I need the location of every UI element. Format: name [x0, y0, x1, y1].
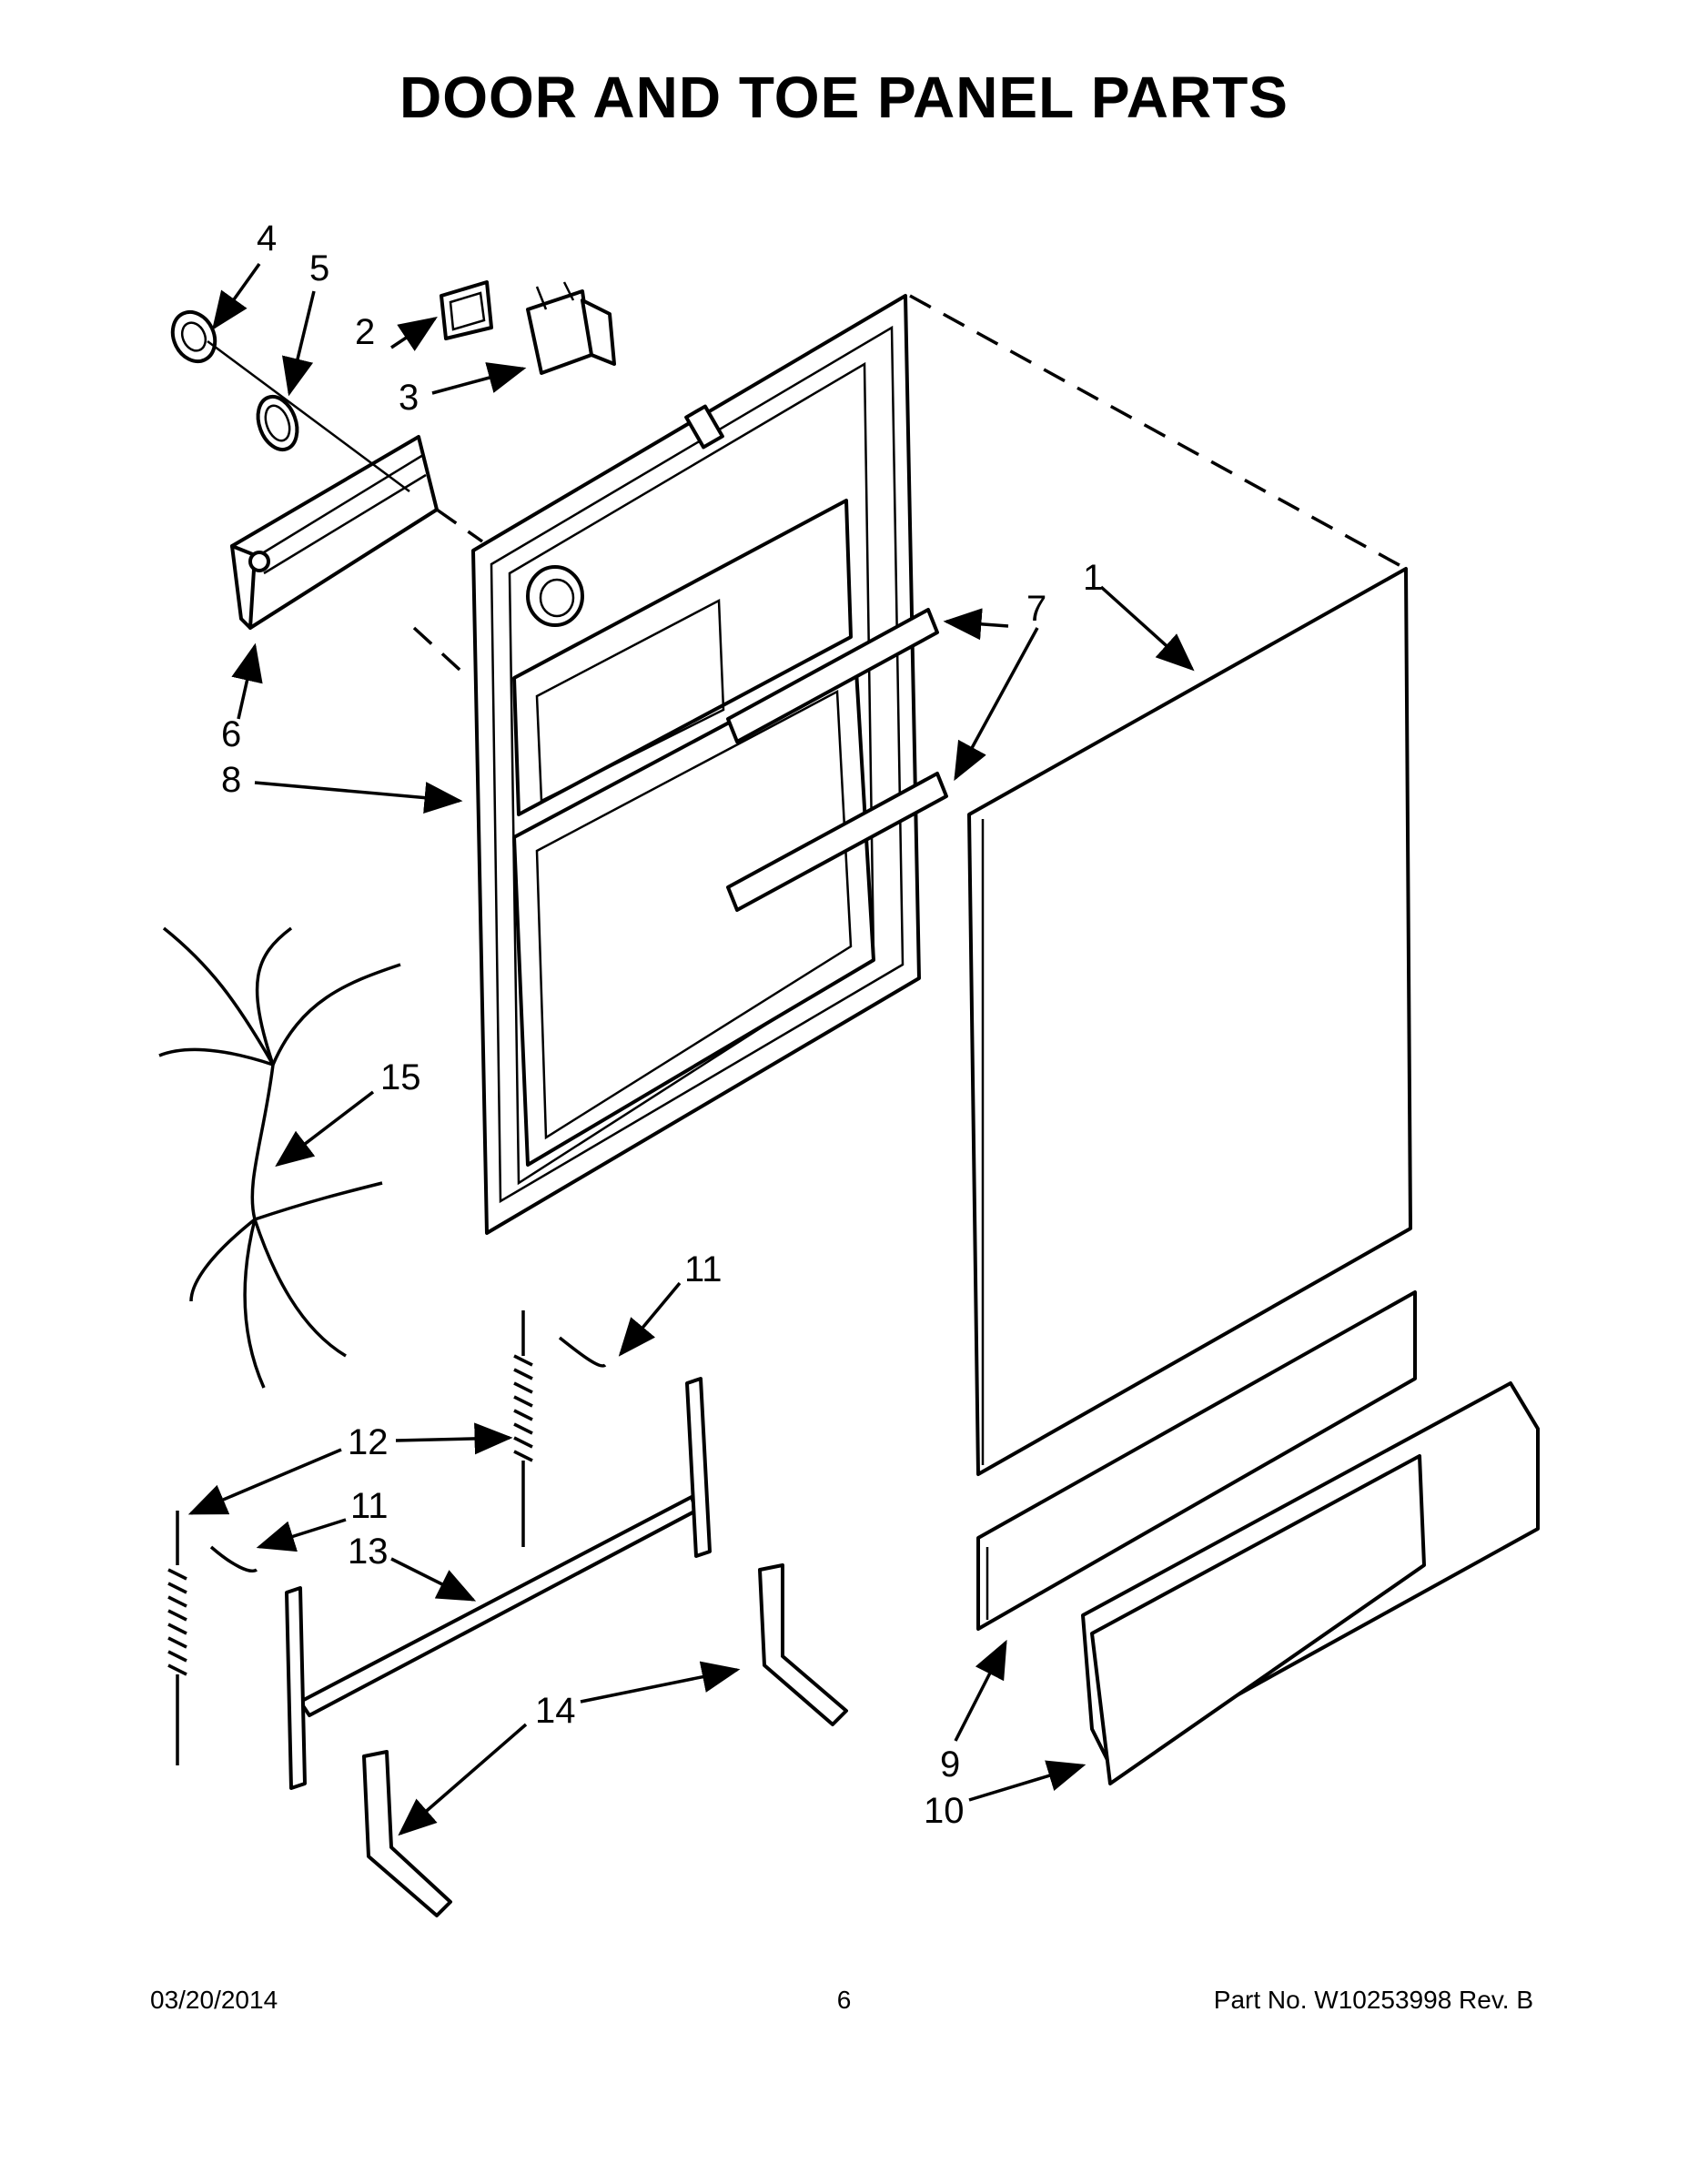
hinge-part-14-left [362, 1750, 452, 1917]
cap-part-4 [170, 309, 217, 364]
page-title: DOOR AND TOE PANEL PARTS [399, 65, 1289, 130]
callout-7: 7 [1026, 589, 1046, 629]
callout-9: 9 [940, 1744, 960, 1785]
callout-2: 2 [355, 312, 375, 352]
wire-harness-part-15 [158, 926, 401, 1389]
outer-door-panel-part-1 [967, 567, 1412, 1476]
axis-line [207, 339, 410, 493]
callout-8: 8 [221, 760, 241, 800]
rod-part-13 [285, 1377, 712, 1790]
guide-part-7 [726, 608, 948, 912]
hook-part-11-lower [209, 1545, 258, 1572]
assembly-dashed-lines [412, 294, 1407, 680]
footer-page-number: 6 [836, 1986, 852, 2014]
callout-15: 15 [380, 1057, 421, 1097]
spring-part-12-right [513, 1310, 533, 1547]
inner-door-part-8 [471, 294, 921, 1235]
callout-5: 5 [309, 248, 329, 288]
footer-date: 03/20/2014 [150, 1986, 278, 2014]
callout-10: 10 [924, 1791, 965, 1831]
callout-3: 3 [399, 378, 419, 418]
toe-panel-part-10 [1090, 1454, 1426, 1785]
callout-13: 13 [348, 1532, 389, 1572]
leader-lines [187, 262, 1195, 1836]
switch-part-3 [526, 281, 616, 375]
spring-part-12-left [167, 1511, 187, 1765]
callout-11-upper: 11 [684, 1249, 723, 1289]
toe-panel-part-9 [976, 1290, 1417, 1631]
callout-4: 4 [257, 218, 277, 258]
callout-6: 6 [221, 714, 241, 754]
footer-part-number: Part No. W10253998 Rev. B [1213, 1986, 1533, 2014]
hinge-part-14-right [758, 1563, 848, 1726]
hook-part-11-upper [558, 1336, 607, 1368]
callout-11-lower: 11 [350, 1486, 389, 1526]
callout-1: 1 [1083, 558, 1103, 598]
gasket-part-2 [440, 280, 493, 340]
seal-ring-part-5 [256, 394, 299, 452]
callout-12: 12 [348, 1422, 389, 1462]
callout-14: 14 [535, 1691, 576, 1731]
dispenser-part-6 [230, 435, 439, 630]
